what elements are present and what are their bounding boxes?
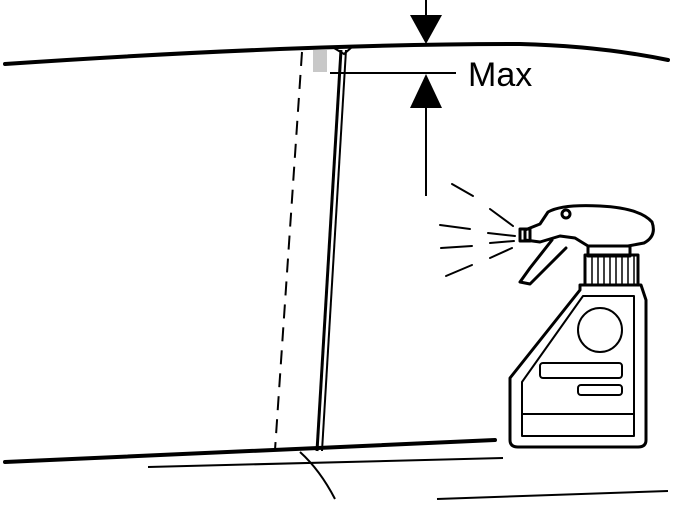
pillar-top-highlight xyxy=(313,50,327,72)
body-line-bottom xyxy=(436,490,669,500)
dimension-arrow-icon xyxy=(410,74,442,196)
roof-edge-line xyxy=(3,41,670,66)
pillar-top-join xyxy=(333,46,353,56)
dimension-label-max: Max xyxy=(468,56,533,94)
dashed-reference-line xyxy=(274,51,303,451)
dimension-arrow-icon xyxy=(410,0,442,44)
door-cut-line xyxy=(299,451,336,500)
belt-line xyxy=(3,438,497,464)
pillar-line-outer xyxy=(315,49,343,452)
pillar-line-inner xyxy=(321,49,347,452)
spray-bottle-icon xyxy=(508,204,655,449)
body-line-lower xyxy=(147,457,504,468)
spray-mist-lines xyxy=(439,183,516,277)
